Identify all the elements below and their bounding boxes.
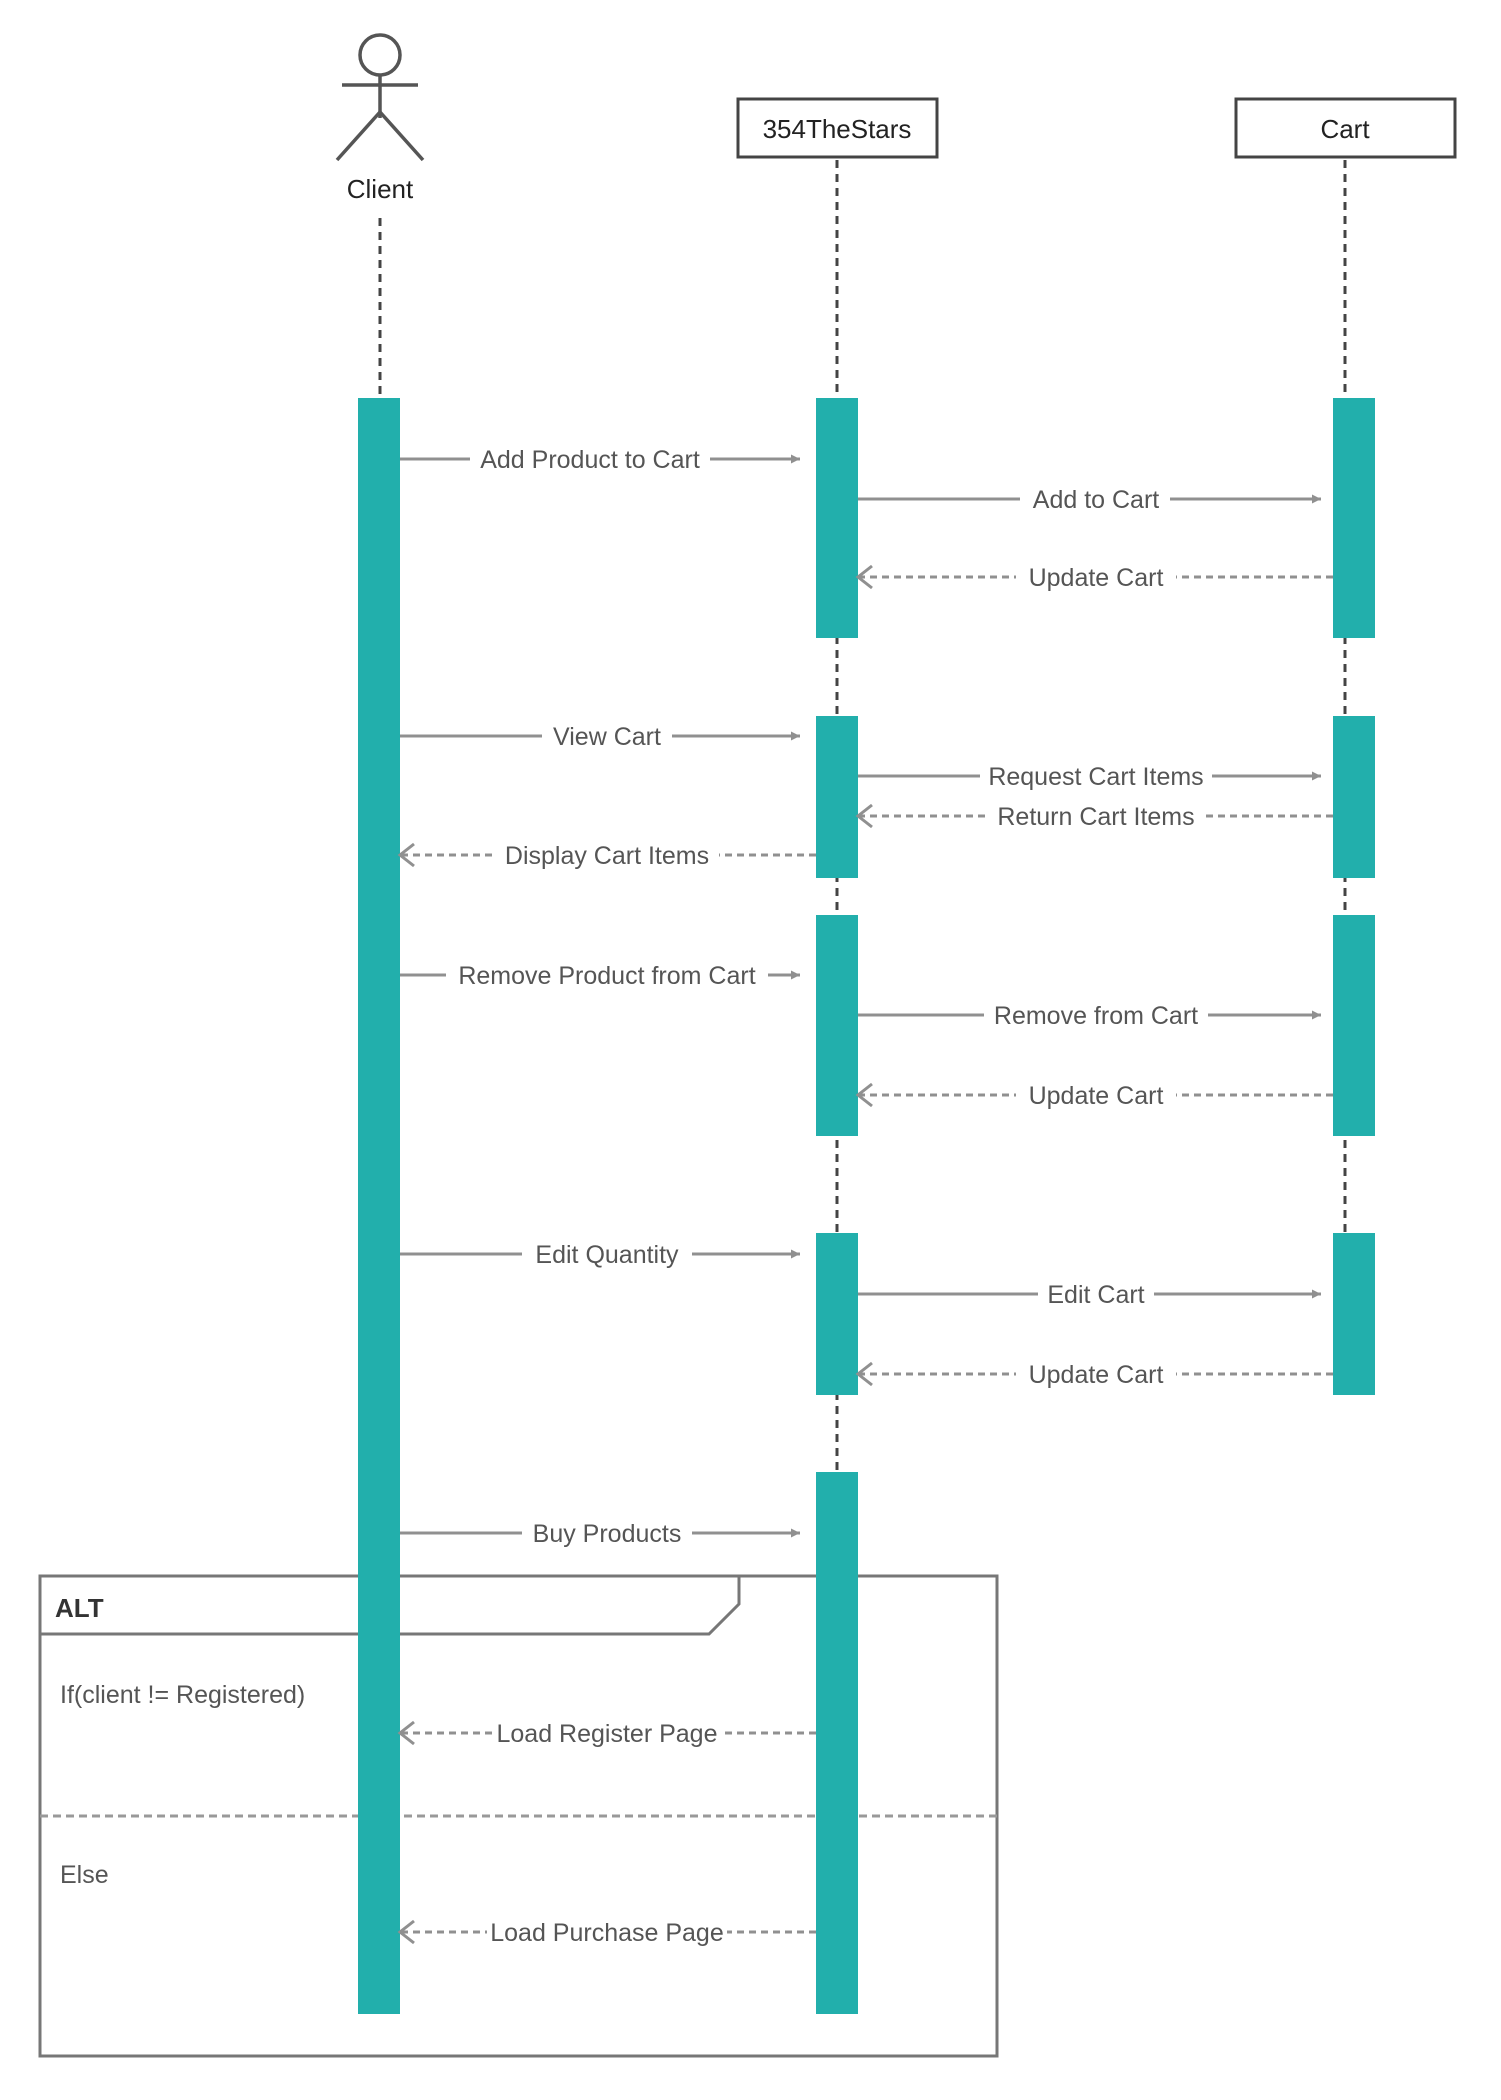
- activation-bars: [358, 398, 1375, 2014]
- message-label: Edit Quantity: [535, 1241, 679, 1269]
- message-label: Request Cart Items: [988, 763, 1203, 791]
- participant-label-cart: Cart: [1320, 114, 1370, 144]
- message-label: Update Cart: [1029, 1082, 1164, 1110]
- message: Update Cart: [855, 1356, 1333, 1390]
- alt-frame-title: ALT: [55, 1593, 104, 1623]
- actor-client: Client: [335, 33, 425, 204]
- messages: Add Product to Cart Add to Cart Update C…: [397, 441, 1333, 1948]
- activation-stars-2: [816, 716, 858, 878]
- message: View Cart: [400, 718, 800, 752]
- message: Update Cart: [855, 559, 1333, 593]
- message-label: Return Cart Items: [997, 803, 1194, 831]
- message-label: Remove Product from Cart: [458, 962, 755, 990]
- message: Buy Products: [400, 1515, 800, 1549]
- participant-354thestars: 354TheStars: [736, 97, 939, 159]
- activation-cart-1: [1333, 398, 1375, 638]
- participant-label-client: Client: [347, 174, 414, 204]
- message-label: Load Register Page: [497, 1720, 718, 1748]
- message: Edit Cart: [858, 1276, 1321, 1310]
- participant-cart: Cart: [1234, 97, 1457, 159]
- message: Update Cart: [855, 1077, 1333, 1111]
- message: Return Cart Items: [855, 798, 1333, 832]
- activation-stars-5: [816, 1472, 858, 2014]
- message: Load Purchase Page: [397, 1914, 816, 1948]
- message-label: Edit Cart: [1047, 1281, 1144, 1309]
- message-label: Buy Products: [533, 1520, 682, 1548]
- alt-condition-if: If(client != Registered): [60, 1681, 305, 1709]
- activation-cart-2: [1333, 716, 1375, 878]
- message-label: Add to Cart: [1033, 486, 1160, 514]
- message-label: Display Cart Items: [505, 842, 709, 870]
- activation-cart-4: [1333, 1233, 1375, 1395]
- message: Edit Quantity: [400, 1236, 800, 1270]
- activation-stars-1: [816, 398, 858, 638]
- activation-stars-3: [816, 915, 858, 1136]
- activation-client: [358, 398, 400, 2014]
- message-label: View Cart: [553, 723, 661, 751]
- message: Remove Product from Cart: [400, 957, 800, 991]
- alt-condition-else: Else: [60, 1861, 109, 1889]
- message-label: Update Cart: [1029, 1361, 1164, 1389]
- message-label: Load Purchase Page: [490, 1919, 724, 1947]
- message: Request Cart Items: [858, 758, 1321, 792]
- message-label: Remove from Cart: [994, 1002, 1198, 1030]
- message: Display Cart Items: [397, 837, 816, 871]
- stick-figure-icon: [335, 33, 425, 162]
- activation-cart-3: [1333, 915, 1375, 1136]
- message: Remove from Cart: [858, 997, 1321, 1031]
- participant-label-354thestars: 354TheStars: [763, 114, 912, 144]
- message-label: Add Product to Cart: [480, 446, 700, 474]
- message: Add Product to Cart: [400, 441, 800, 475]
- activation-stars-4: [816, 1233, 858, 1395]
- message: Load Register Page: [397, 1715, 816, 1749]
- message: Add to Cart: [858, 481, 1321, 515]
- message-label: Update Cart: [1029, 564, 1164, 592]
